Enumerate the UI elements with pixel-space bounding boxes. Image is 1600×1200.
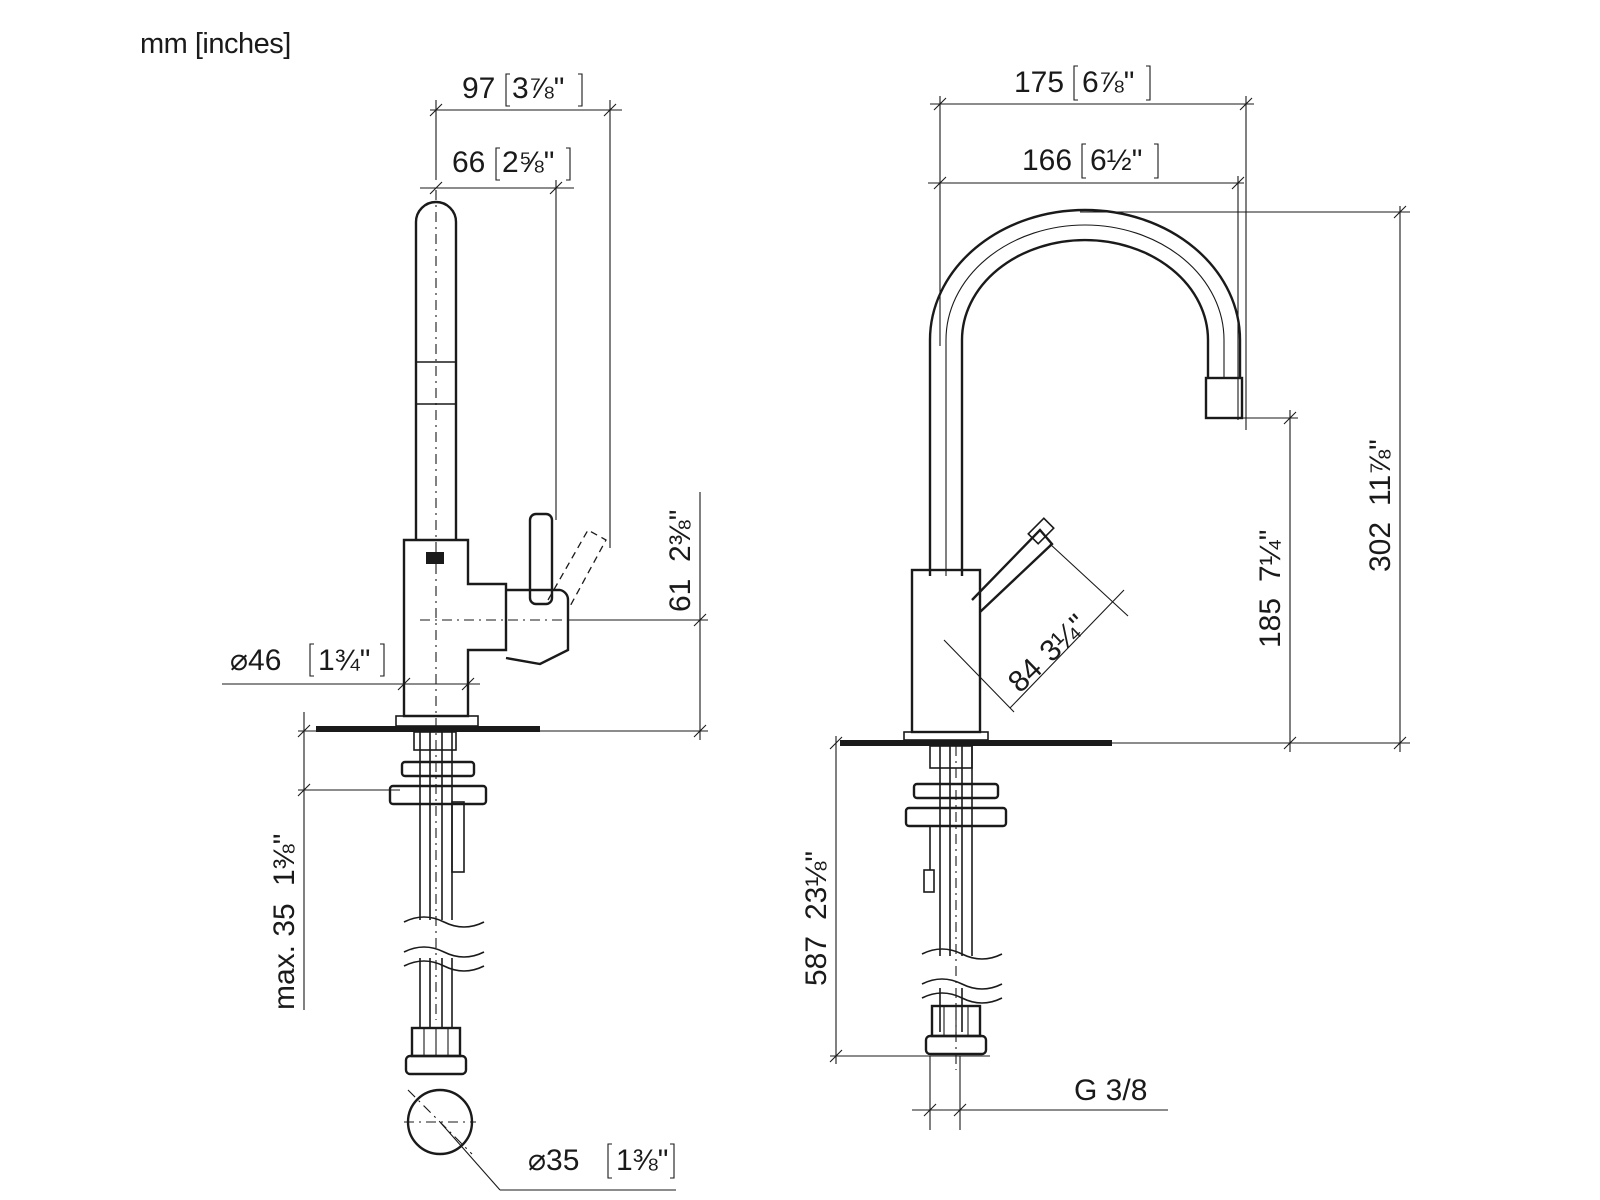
dim-thread-label: G 3/8	[1074, 1074, 1147, 1107]
dim-587-mm: 587	[800, 936, 833, 986]
front-view-dimensions	[829, 96, 1410, 1130]
dim-66-inch: 2⅝"	[502, 146, 554, 179]
dim-hole35-inch: 1⅜"	[616, 1144, 668, 1177]
dim-97-inch: 3⅞"	[512, 72, 564, 105]
front-view-faucet	[840, 208, 1244, 1070]
dim-max35-inch: 1⅜"	[268, 834, 301, 886]
dim-185-inch: 7¼"	[1254, 530, 1287, 582]
dim-46-inch: 1¾"	[318, 644, 370, 677]
dim-587-inch: 23⅛"	[800, 851, 833, 920]
dim-175-inch: 6⅞"	[1082, 66, 1134, 99]
side-view-dimensions	[222, 100, 708, 1010]
dim-max35-mm: max. 35	[268, 903, 301, 1010]
dim-66-mm: 66	[452, 146, 485, 179]
dim-hole35-mm: ⌀35	[528, 1144, 579, 1177]
dim-97-mm: 97	[462, 72, 495, 105]
dim-175-mm: 175	[1014, 66, 1064, 99]
dim-185-mm: 185	[1254, 598, 1287, 648]
side-view-faucet	[316, 190, 676, 1191]
dim-302-inch: 11⅞"	[1364, 439, 1397, 506]
dim-46-mm: ⌀46	[230, 644, 281, 677]
dim-84-mm: 84	[1002, 652, 1049, 699]
dim-166-inch: 6½"	[1090, 144, 1142, 177]
dim-84-inch: 3¼"	[1034, 608, 1095, 668]
dim-61-mm: 61	[664, 579, 697, 612]
dim-302-mm: 302	[1364, 522, 1397, 572]
units-label: mm [inches]	[140, 28, 291, 60]
dim-166-mm: 166	[1022, 144, 1072, 177]
dim-61-inch: 2⅜"	[664, 510, 697, 562]
